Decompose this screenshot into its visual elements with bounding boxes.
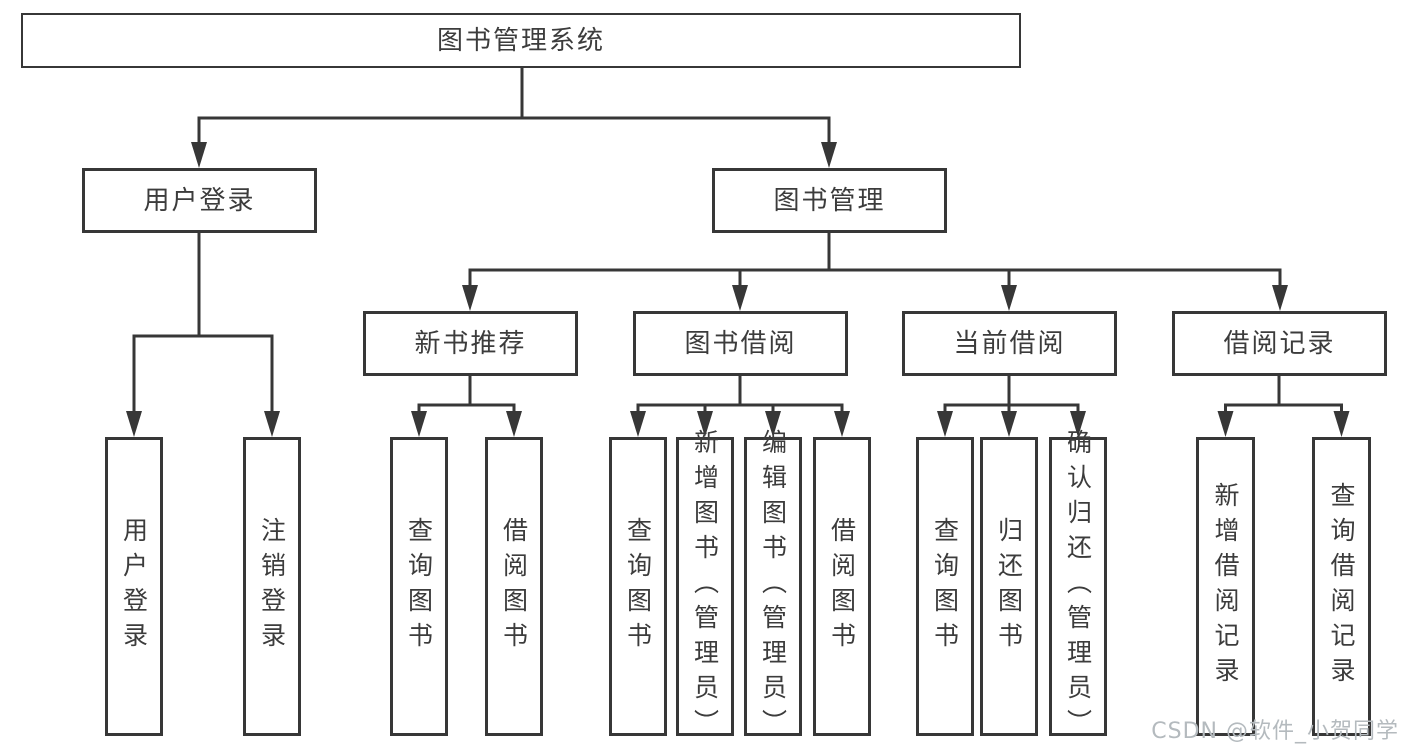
connector-arrowheads xyxy=(126,142,1350,437)
node-label: 编辑图书（管理员） xyxy=(758,429,788,744)
leaf-user-login: 用户登录 xyxy=(105,437,163,736)
node-user-login: 用户登录 xyxy=(82,168,317,233)
node-label: 图书借阅 xyxy=(684,328,797,359)
node-label: 用户登录 xyxy=(119,516,149,657)
node-label: 借阅记录 xyxy=(1223,328,1336,359)
leaf-query-borrow-record: 查询借阅记录 xyxy=(1312,437,1371,736)
node-label: 查询图书 xyxy=(930,516,960,657)
leaf-return-books: 归还图书 xyxy=(980,437,1038,736)
leaf-query-books-current: 查询图书 xyxy=(916,437,974,736)
leaf-borrow-books: 借阅图书 xyxy=(813,437,871,736)
node-book-borrow: 图书借阅 xyxy=(633,311,848,376)
node-label: 借阅图书 xyxy=(499,516,529,657)
node-label: 图书管理系统 xyxy=(436,25,605,56)
node-label: 归还图书 xyxy=(994,516,1024,657)
leaf-add-borrow-record: 新增借阅记录 xyxy=(1196,437,1255,736)
leaf-borrow-books-recommend: 借阅图书 xyxy=(485,437,543,736)
leaf-edit-books-admin: 编辑图书（管理员） xyxy=(744,429,802,744)
leaf-add-books-admin: 新增图书（管理员） xyxy=(676,429,734,744)
node-label: 确认归还（管理员） xyxy=(1063,429,1093,744)
node-label: 用户登录 xyxy=(143,185,256,216)
node-system-root: 图书管理系统 xyxy=(21,13,1021,68)
node-label: 新书推荐 xyxy=(414,328,527,359)
leaf-query-books-recommend: 查询图书 xyxy=(390,437,448,736)
node-current-borrow: 当前借阅 xyxy=(902,311,1117,376)
node-borrow-records: 借阅记录 xyxy=(1172,311,1387,376)
node-label: 新增借阅记录 xyxy=(1211,481,1240,692)
node-label: 查询图书 xyxy=(623,516,653,657)
node-label: 当前借阅 xyxy=(953,328,1066,359)
node-label: 查询借阅记录 xyxy=(1327,481,1356,692)
node-label: 借阅图书 xyxy=(827,516,857,657)
node-label: 图书管理 xyxy=(773,185,886,216)
node-label: 查询图书 xyxy=(404,516,434,657)
leaf-query-books-borrow: 查询图书 xyxy=(609,437,667,736)
node-book-management: 图书管理 xyxy=(712,168,947,233)
leaf-confirm-return-admin: 确认归还（管理员） xyxy=(1049,429,1107,744)
leaf-logout-login: 注销登录 xyxy=(243,437,301,736)
node-label: 注销登录 xyxy=(257,516,287,657)
node-new-book-recommend: 新书推荐 xyxy=(363,311,578,376)
watermark-text: CSDN @软件_小贺同学 xyxy=(1151,719,1399,744)
node-label: 新增图书（管理员） xyxy=(690,429,720,744)
